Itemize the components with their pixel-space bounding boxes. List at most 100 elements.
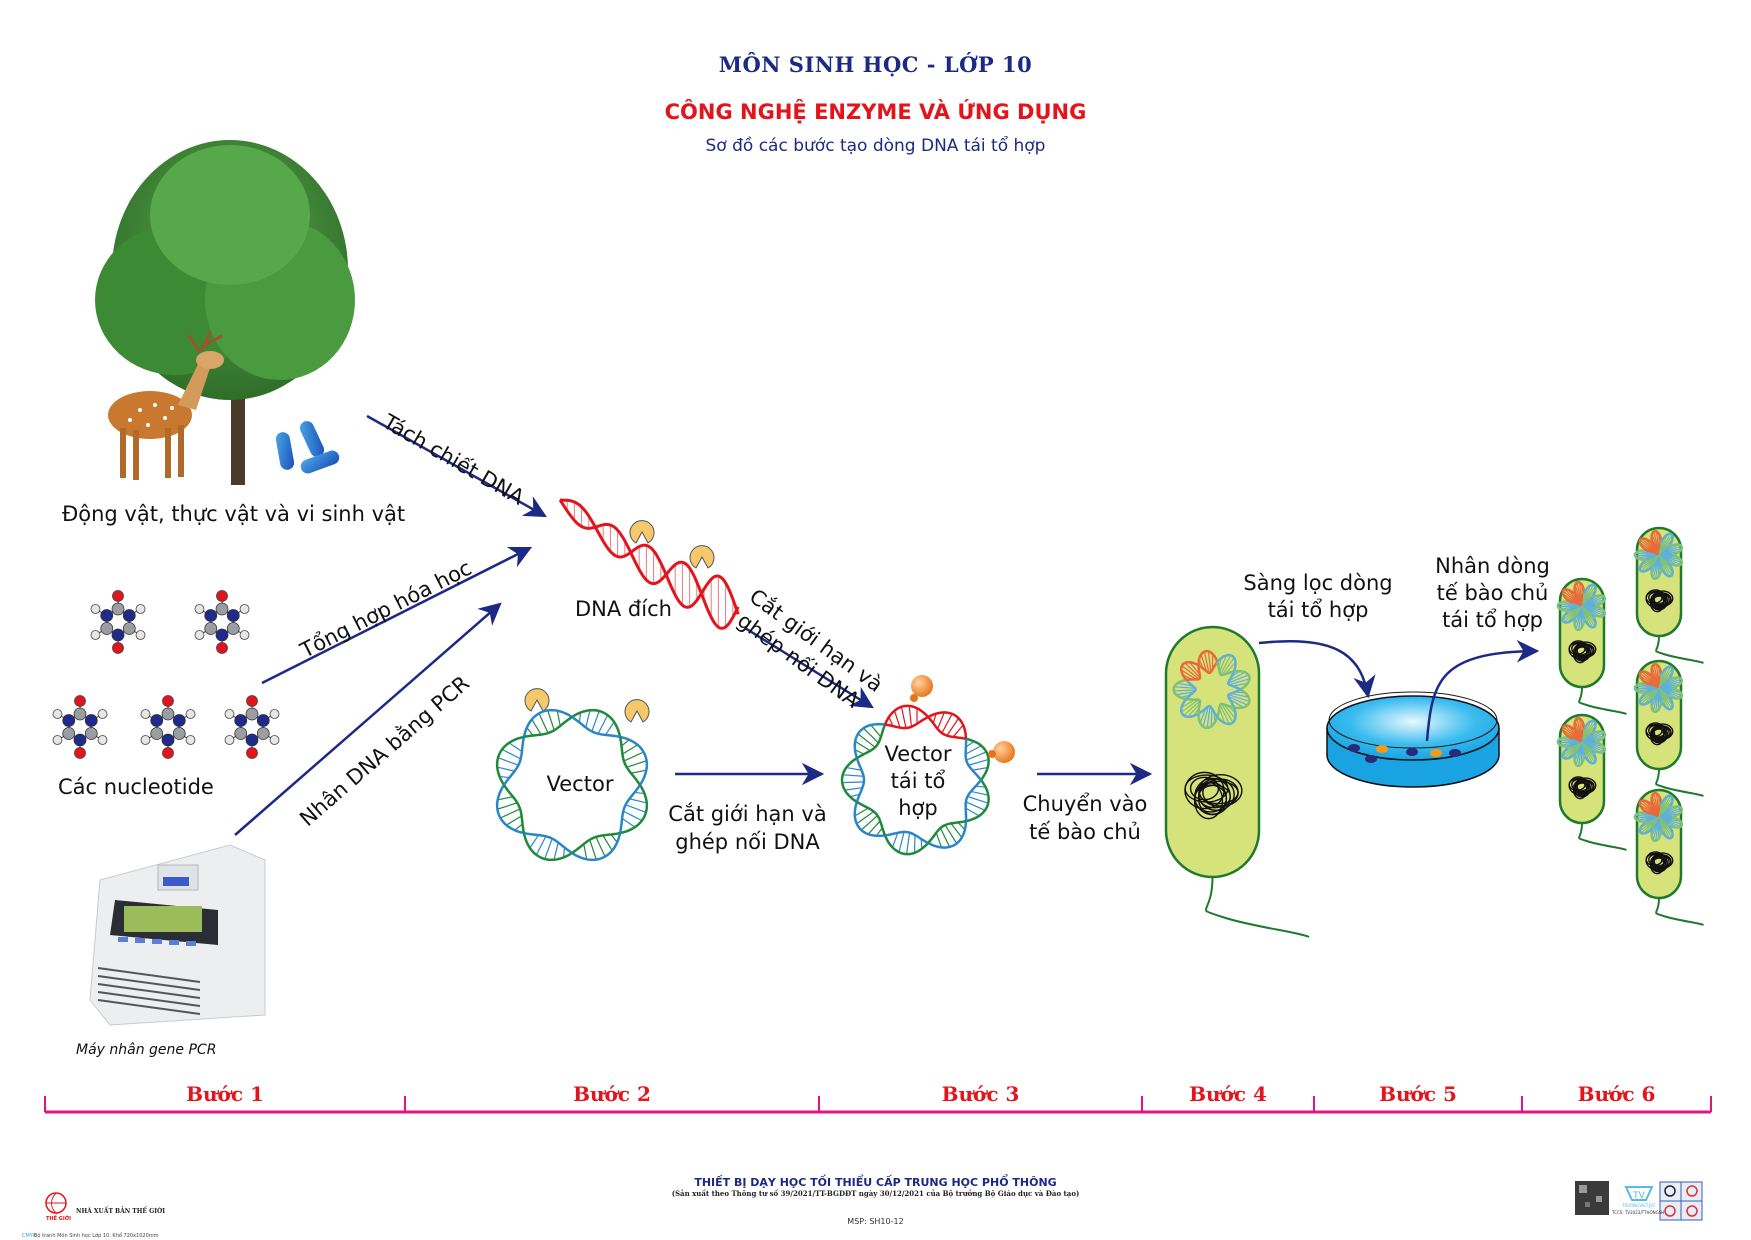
dna-segment	[1633, 549, 1659, 561]
dna-segment	[1556, 600, 1582, 612]
pcr-machine-icon	[89, 844, 266, 1026]
dna-segment	[1227, 669, 1251, 691]
plasmid-icon	[1633, 791, 1684, 843]
recombinant-label-line-2: tái tổ	[890, 769, 946, 793]
target-dna-helix	[558, 498, 740, 630]
recombinant-vector-plasmid	[840, 704, 990, 856]
nucleotides-label: Các nucleotide	[58, 775, 214, 799]
host-cell-icon	[1556, 713, 1627, 851]
dna-segment	[618, 784, 649, 835]
clone-label: Nhân dòng tế bào chủ tái tổ hợp	[1420, 553, 1565, 634]
dna-segment	[1658, 553, 1674, 578]
dna-segment	[1633, 682, 1659, 694]
plasmid-icon	[1172, 649, 1251, 730]
recombinant-label-line-1: Vector	[884, 742, 952, 766]
nucleotide-icon	[194, 590, 250, 654]
dna-segment	[1582, 730, 1607, 744]
nucleotide-icon	[52, 695, 108, 759]
dna-strand	[559, 498, 740, 615]
dna-segment	[1581, 604, 1597, 629]
cut-ligate-label-line-2: ghép nối DNA	[675, 830, 820, 854]
dna-segment	[1561, 724, 1582, 742]
arrow-screen	[1258, 640, 1376, 699]
transfer-host-label: Chuyển vào tế bào chủ	[1015, 790, 1155, 846]
host-cell-icon	[1633, 526, 1704, 664]
dna-segment	[1638, 555, 1659, 573]
dna-segment	[1582, 594, 1607, 608]
cut-ligate-label-line-1: Cắt giới hạn và	[668, 802, 827, 826]
chromosome-icon	[1568, 640, 1597, 664]
chromosome-icon	[1645, 851, 1674, 875]
dna-segment	[1659, 553, 1684, 567]
plasmid-icon	[1556, 716, 1607, 768]
dna-segment	[1638, 688, 1659, 706]
dna-segment	[1573, 716, 1586, 742]
dna-segment	[1179, 660, 1202, 682]
dna-segment	[1561, 588, 1582, 606]
dna-segment	[1582, 604, 1607, 618]
arrow-extract	[366, 414, 547, 518]
recombinant-label-line-3: hợp	[898, 796, 938, 820]
dna-strand	[558, 499, 740, 630]
screen-label-line-2: tái tổ hợp	[1267, 598, 1369, 622]
deer-icon	[108, 331, 224, 480]
tree-icon	[95, 140, 355, 485]
qr-code-icon	[1575, 1181, 1609, 1215]
dna-segment	[1573, 742, 1586, 768]
standard-code: TCCS: TV2023/TTHONGSH	[1612, 1210, 1665, 1215]
restriction-enzymes	[524, 520, 715, 723]
dna-segment	[1561, 606, 1582, 624]
dna-segment	[853, 800, 887, 838]
dna-segment	[1561, 742, 1582, 760]
publisher-logo-text: THẾ GIỚI	[46, 1216, 71, 1222]
dna-segment	[1659, 815, 1684, 829]
step-label: Bước 6	[1577, 1082, 1656, 1106]
transfer-host-label-line-2: tế bào chủ	[1029, 820, 1141, 844]
host-cell-icon	[1556, 577, 1627, 715]
dna-segment	[840, 757, 866, 803]
dna-segment	[1658, 532, 1674, 557]
plasmid-icon	[1556, 580, 1607, 632]
restriction-enzyme-icon	[624, 699, 650, 723]
dna-segment	[927, 819, 968, 849]
cell-membrane	[1164, 625, 1261, 879]
plasmid-icon	[1633, 662, 1684, 714]
transfer-host-label-line-1: Chuyển vào	[1022, 792, 1148, 816]
restriction-enzyme-icon	[524, 688, 550, 712]
dna-segment	[1573, 580, 1586, 606]
page-title: CÔNG NGHỆ ENZYME VÀ ỨNG DỤNG	[664, 100, 1087, 124]
dna-segment	[1216, 653, 1237, 677]
arrow-clone	[1425, 639, 1540, 742]
step-label: Bước 4	[1189, 1082, 1267, 1106]
nucleotide-molecules	[52, 590, 280, 759]
dna-segment	[1581, 740, 1597, 765]
dna-segment	[1650, 688, 1663, 714]
dna-segment	[1659, 543, 1684, 557]
organisms-label: Động vật, thực vật và vi sinh vật	[62, 502, 406, 526]
plasmid-icon	[1633, 529, 1684, 581]
dna-segment	[1659, 676, 1684, 690]
arrow-pcr	[234, 602, 502, 836]
flagellum	[1655, 897, 1704, 926]
dna-segment	[1638, 817, 1659, 835]
page-subtitle: Sơ đồ các bước tạo dòng DNA tái tổ hợp	[705, 136, 1046, 156]
dna-segment	[1179, 697, 1202, 719]
dna-segment	[1650, 817, 1663, 843]
chromosome-icon	[1184, 771, 1243, 820]
dna-segment	[1633, 811, 1659, 823]
step-label: Bước 2	[573, 1082, 651, 1106]
dna-segment	[1658, 815, 1674, 840]
dna-segment	[1216, 702, 1237, 726]
step-label: Bước 3	[941, 1082, 1020, 1106]
clone-cells	[1556, 526, 1704, 926]
dna-segment	[1172, 678, 1197, 701]
dna-segment	[964, 737, 990, 781]
flagellum	[1655, 635, 1704, 664]
dna-segment	[1650, 662, 1663, 688]
host-cell-icon	[1164, 625, 1310, 938]
dna-segment	[883, 704, 930, 730]
footer-regulation-note: (Sản xuất theo Thông tư số 39/2021/TT-BG…	[671, 1189, 1080, 1198]
publisher-name: NHÀ XUẤT BẢN THẾ GIỚI	[76, 1208, 166, 1215]
restriction-enzyme-icon	[629, 520, 655, 544]
dna-segment	[1573, 606, 1586, 632]
